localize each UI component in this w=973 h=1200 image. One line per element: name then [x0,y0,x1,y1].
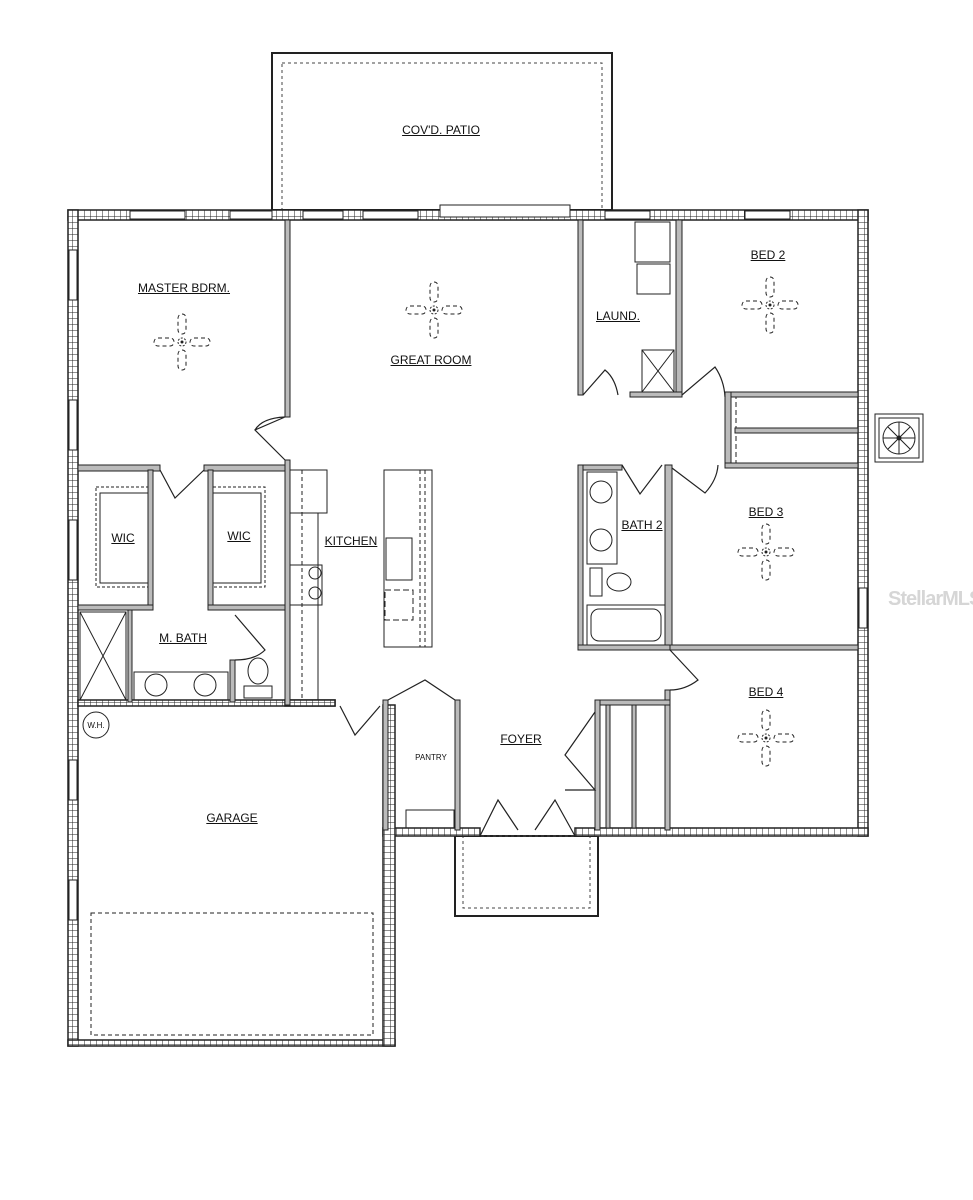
front-porch [454,835,599,917]
room-label-wic-1: WIC [111,531,135,545]
room-label-wic-2: WIC [227,529,251,543]
label-water-heater: W.H. [87,721,105,730]
room-label-great-room: GREAT ROOM [390,353,472,367]
ceiling-fans [153,276,799,767]
room-label-pantry: PANTRY [415,753,447,762]
room-label-bath2: BATH 2 [621,518,663,532]
room-label-foyer: FOYER [500,732,542,746]
room-label-bed4: BED 4 [748,685,784,699]
room-label-patio: COV'D. PATIO [402,123,480,137]
interior-walls [77,219,859,831]
room-label-master: MASTER BDRM. [137,281,231,295]
windows [68,204,868,921]
fixtures [79,221,924,1036]
room-label-garage: GARAGE [206,811,258,825]
exterior-walls [67,209,869,1047]
watermark: StellarMLS [888,588,973,610]
room-label-laundry: LAUND. [595,309,641,323]
room-label-bed3: BED 3 [748,505,784,519]
room-label-master-bath: M. BATH [159,631,207,645]
room-label-kitchen: KITCHEN [324,534,378,548]
room-label-bed2: BED 2 [750,248,786,262]
doors [159,366,726,837]
